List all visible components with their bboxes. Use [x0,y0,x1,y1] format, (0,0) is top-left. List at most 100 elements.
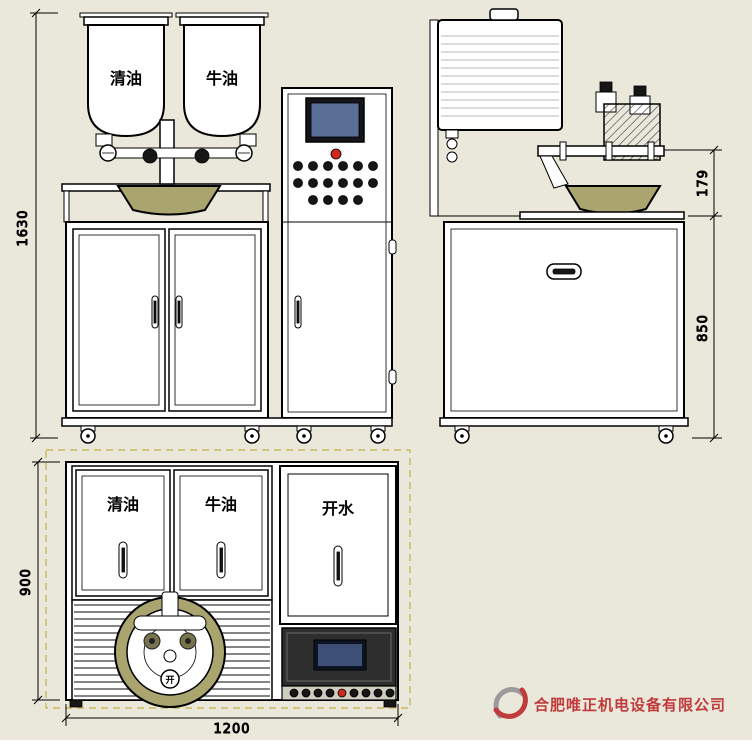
pump-cap-2 [633,85,647,97]
panel-button [353,178,363,188]
pipe-flange-3 [647,141,655,161]
plan-right-label: 开水 [322,499,355,518]
dim-label-1630: 1630 [16,209,31,246]
side-cabinet-body [443,221,685,419]
front-leg-right [262,190,269,223]
dimensions: 1630 179 850 900 [16,8,722,738]
plan-control-panel [281,627,397,701]
plan-dashed-border [45,449,411,709]
panel-button-red [337,688,347,698]
hopper-left-lid [83,16,169,26]
side-valve-block [445,129,459,139]
dim-width: 1200 [61,704,403,738]
plan-mid-label: 牛油 [205,495,237,514]
plan-screen [318,644,362,666]
panel-button [373,688,383,698]
panel-button [353,161,363,171]
cabinet-door-right-inset [174,234,256,406]
dim-depth: 900 [19,457,60,705]
caster [658,425,674,444]
cabinet-door-left-inset [78,234,160,406]
front-main-cabinet [65,221,269,419]
hopper-right-body [183,24,261,138]
panel-button [308,195,318,205]
panel-button [289,688,299,698]
door-handle-right-slot [177,300,181,324]
dim-overall-height: 1630 [16,8,58,443]
panel-button [293,161,303,171]
plan-compartment-mid: 牛油 [173,469,269,597]
caster [454,425,470,444]
watermark-company-name: 合肥唯正机电设备有限公司 [533,696,726,714]
panel-button [293,178,303,188]
caster-axle [376,434,380,438]
dim-label-900: 900 [19,568,34,596]
door-handle-left-slot [153,300,157,324]
plan-panel-body [281,627,397,687]
panel-button [308,178,318,188]
caster [80,425,96,444]
cross-pipe [107,147,245,159]
side-feed-pipe [537,145,665,157]
control-door-handle-slot [296,300,300,324]
panel-button [323,178,333,188]
side-frame-panel [429,19,439,217]
panel-button-grid [293,161,378,205]
plan-right-inset [287,473,389,617]
front-leg-left [63,190,70,223]
side-valve-wheel-1 [446,138,458,150]
plan-door-inset [179,475,263,591]
pot-outlet-label: 开 [165,675,174,686]
side-cabinet-inset [450,228,678,412]
side-table-top [519,211,685,220]
impeller-right [194,148,210,164]
panel-button [313,688,323,698]
plan-compartment-right: 开水 [279,465,397,625]
dim-label-1200: 1200 [213,722,250,737]
side-mixing-bowl [564,185,662,215]
front-base-rail [61,417,393,427]
caster-axle [460,434,464,438]
motor-block-right [239,133,257,147]
hopper-right-lid [179,16,265,26]
hinge-top [388,239,397,255]
plan-pot: 开 [114,591,226,708]
panel-button [323,161,333,171]
pot-outlet [160,669,180,689]
panel-button [323,195,333,205]
pot-manifold [133,615,207,631]
control-cabinet-inset [287,93,387,413]
motor-block-left [95,133,113,147]
plan-foot-right [383,699,397,708]
dim-label-179: 179 [696,169,711,197]
watermark-logo-red-swoosh [493,687,528,719]
pipe-elbow [539,155,569,189]
side-view [429,8,689,444]
plan-compartment-left: 清油 [75,469,171,597]
cabinet-door-right [168,228,262,412]
panel-button [301,688,311,698]
pipe-flange-2 [605,141,613,161]
caster-axle [302,434,306,438]
impeller-left [142,148,158,164]
plan-foot-left [69,699,83,708]
hmi-screen [310,102,360,138]
pipe-flange-1 [559,141,567,161]
panel-button [349,688,359,698]
hinge-bottom [388,369,397,385]
panel-button [361,688,371,698]
panel-button [338,195,348,205]
pot-nozzle-right-center [185,638,191,644]
pump-cap-1 [599,81,613,93]
dim-bowl-height: 179 [664,145,722,221]
valve-manifold [95,119,257,185]
caster-axle [250,434,254,438]
hopper-right: 牛油 [175,12,269,138]
hopper-left-label: 清油 [110,69,142,88]
front-view: 清油 牛油 [61,12,397,444]
panel-button [308,161,318,171]
plan-door-inset [81,475,165,591]
caster-axle [86,434,90,438]
caster-axle [664,434,668,438]
